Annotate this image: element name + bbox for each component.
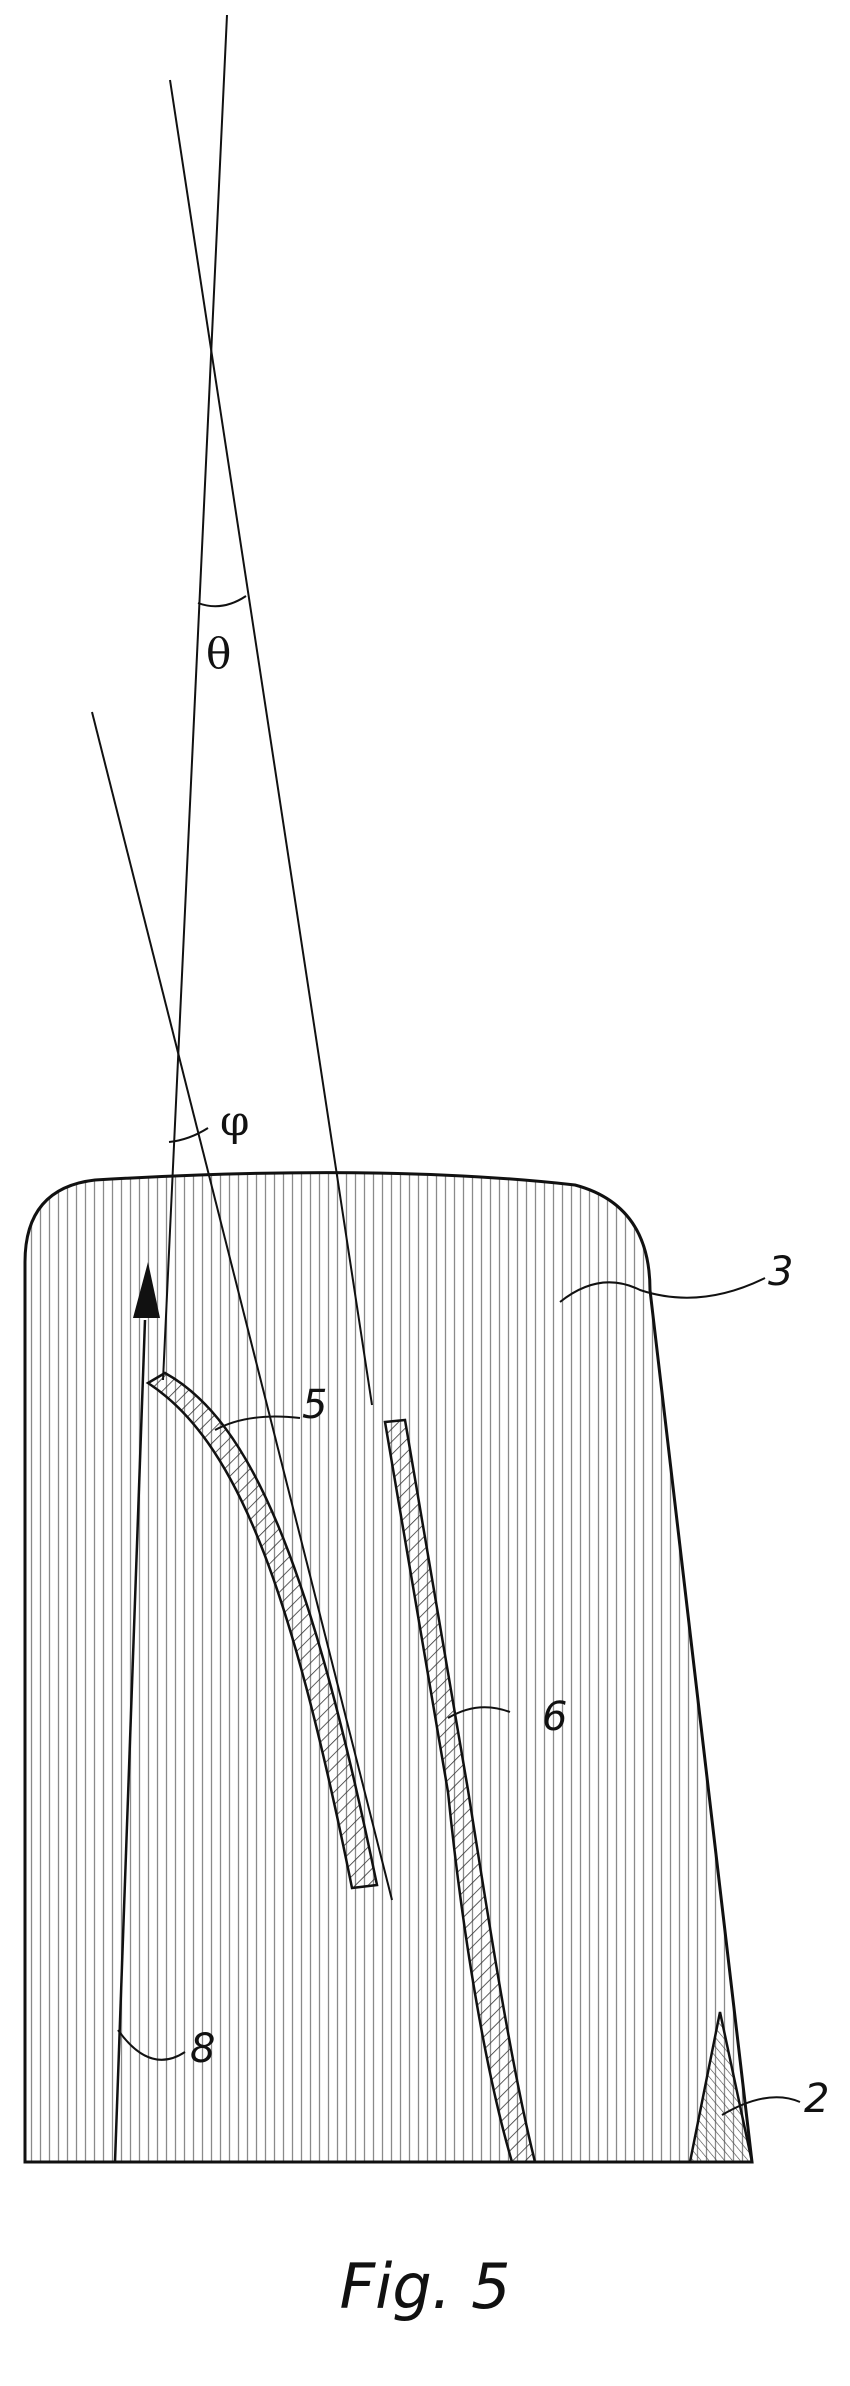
figure-caption: Fig. 5 (339, 2250, 510, 2323)
ref-label-2: 2 (804, 2076, 829, 2122)
theta-label: θ (206, 629, 231, 678)
component-3-body (25, 1173, 752, 2162)
phi-label: φ (220, 1096, 249, 1145)
ref-label-8: 8 (190, 2026, 215, 2072)
ref-label-5: 5 (302, 1382, 327, 1428)
ref-label-3: 3 (768, 1249, 793, 1295)
theta-angle-arc (198, 596, 246, 606)
ref-label-6: 6 (542, 1694, 567, 1740)
